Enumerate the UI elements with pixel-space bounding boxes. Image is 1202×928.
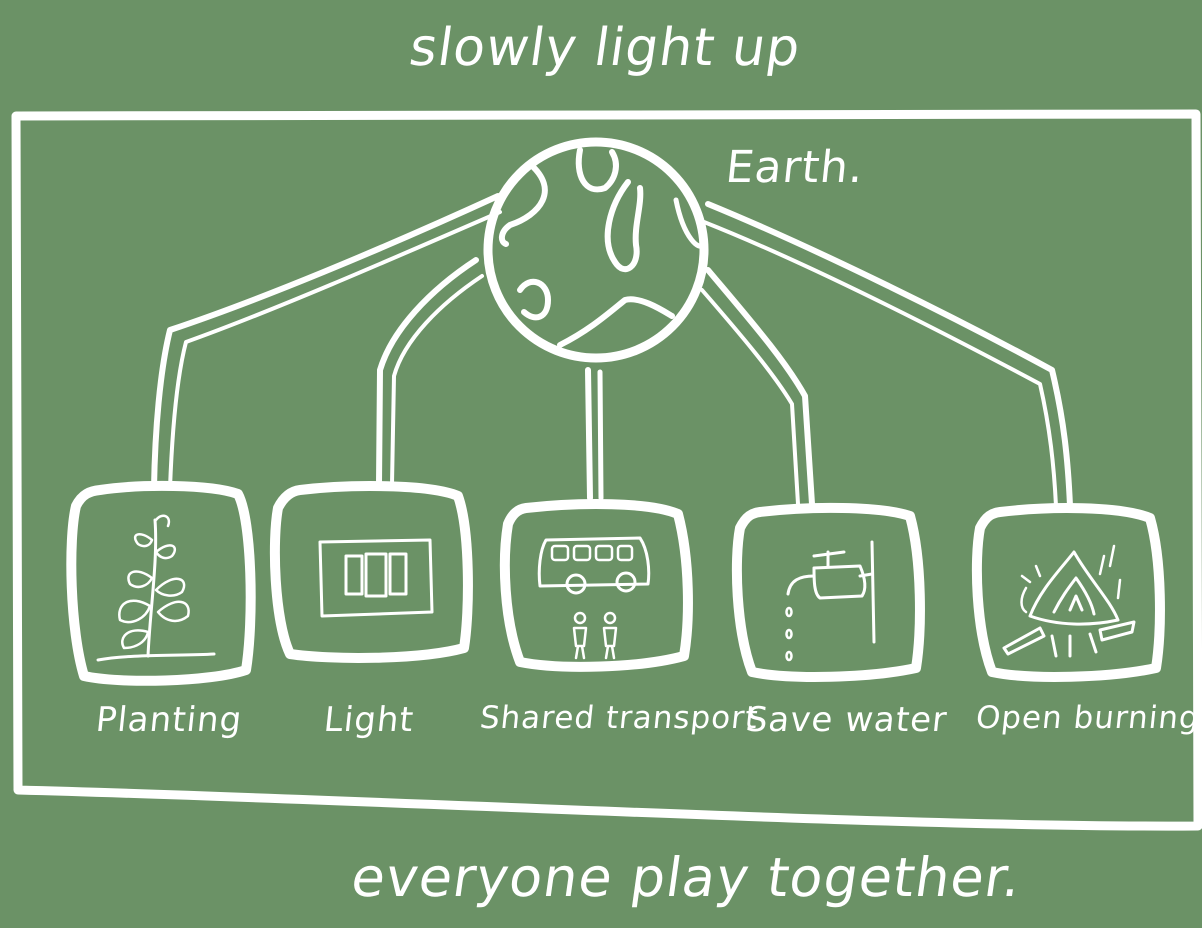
- action-label-planting: Planting: [94, 700, 244, 740]
- earth-globe-icon: [488, 142, 704, 358]
- diagram-title: slowly light up: [406, 18, 805, 78]
- connector-planting: [154, 196, 500, 488]
- water-tap-icon: [787, 542, 875, 660]
- earth-label: Earth.: [723, 142, 866, 193]
- connector-light: [379, 260, 482, 484]
- action-label-shared-transport: Shared transport: [478, 700, 760, 736]
- connector-shared-transport: [588, 370, 601, 498]
- connector-lines: [154, 196, 1070, 506]
- diagram-footer: everyone play together.: [348, 846, 1026, 909]
- connector-save-water: [702, 270, 812, 504]
- action-label-light: Light: [322, 700, 416, 740]
- action-box-open-burning: [977, 508, 1160, 677]
- bus-icon: [539, 538, 648, 658]
- light-switch-icon: [320, 540, 432, 616]
- action-box-light: [275, 486, 468, 658]
- action-label-save-water: Save water: [744, 700, 949, 740]
- plant-icon: [98, 516, 214, 660]
- campfire-icon: [1004, 546, 1134, 656]
- action-box-save-water: [737, 508, 920, 677]
- action-label-open-burning: Open burning: [974, 700, 1202, 736]
